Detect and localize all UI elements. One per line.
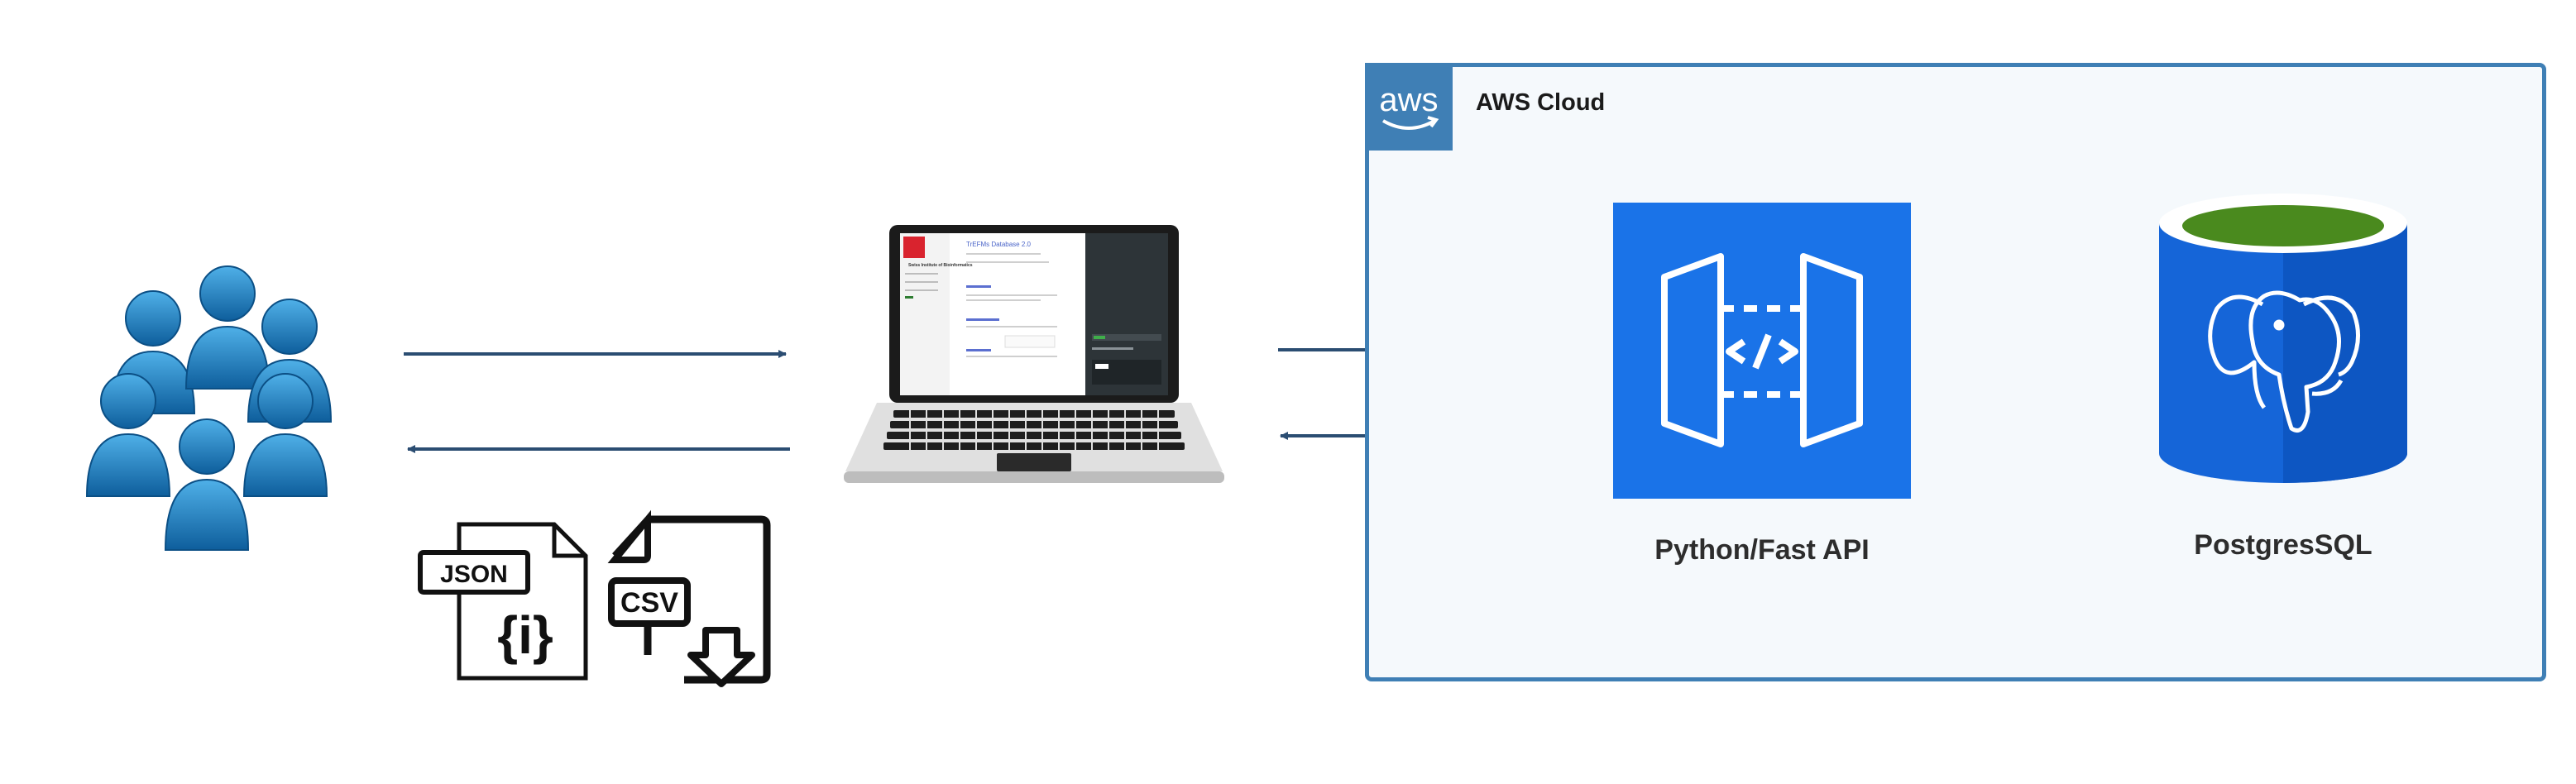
db-label: PostgresSQL (2194, 529, 2373, 561)
csv-download-icon: CSV (607, 509, 778, 688)
api-label: Python/Fast API (1654, 534, 1870, 566)
database-cylinder (2155, 189, 2411, 503)
svg-text:Swiss Institute of Bioinformat: Swiss Institute of Bioinformatics (908, 263, 973, 268)
svg-text:{i}: {i} (497, 605, 553, 665)
svg-text:JSON: JSON (440, 561, 508, 588)
aws-cloud-title: AWS Cloud (1476, 89, 1606, 116)
json-file-icon: JSON {i} (414, 521, 591, 682)
svg-text:aws: aws (1379, 82, 1438, 118)
users-group-icon (79, 256, 360, 554)
aws-logo-icon: aws (1365, 63, 1453, 151)
api-gateway-icon (1613, 203, 1911, 499)
postgres-elephant-icon (2208, 290, 2360, 433)
svg-text:CSV: CSV (620, 587, 678, 619)
svg-text:TrEFMs Database 2.0: TrEFMs Database 2.0 (966, 241, 1032, 248)
laptop-icon: Swiss Institute of Bioinformatics TrEFMs… (844, 223, 1224, 488)
